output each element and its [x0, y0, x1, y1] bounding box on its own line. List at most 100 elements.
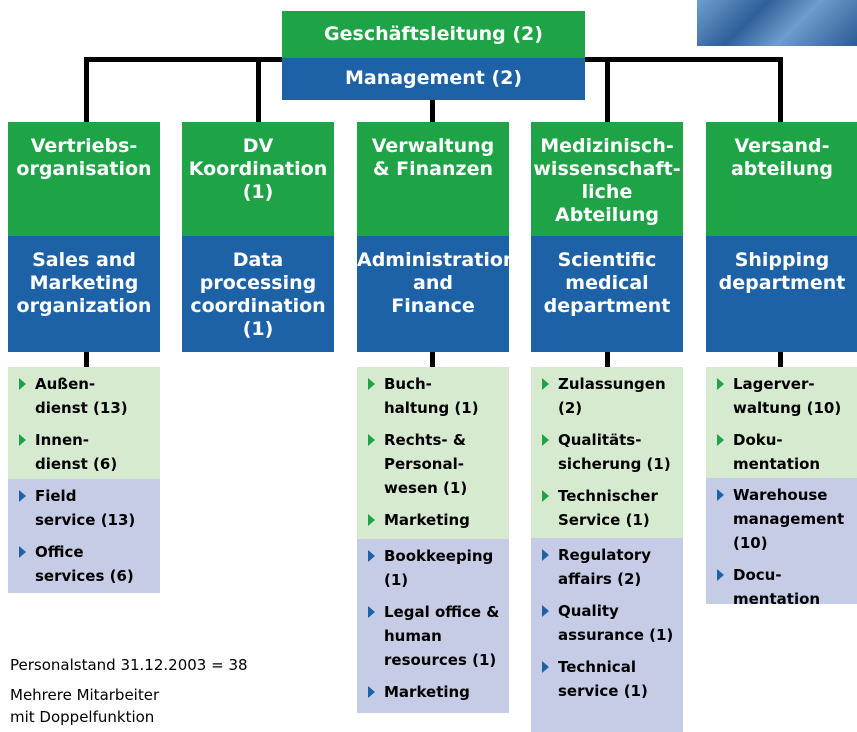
bullet-arrow-icon — [368, 514, 375, 526]
line: Koordination — [188, 158, 328, 180]
connector-list-4 — [605, 350, 610, 368]
line: assurance (1) — [558, 626, 674, 644]
bullet-arrow-icon — [542, 661, 549, 673]
line: Service (1) — [558, 511, 650, 529]
line: Sales and — [32, 249, 136, 271]
top-box-de: Geschäftsleitung (2) — [282, 11, 585, 58]
line: mentation — [733, 590, 821, 608]
bullet-arrow-icon — [368, 550, 375, 562]
bullet-arrow-icon — [717, 569, 724, 581]
line: Legal office & — [384, 603, 500, 621]
line: medical — [565, 272, 649, 294]
line: Verwaltung — [371, 135, 495, 157]
line: Zulassungen — [558, 375, 666, 393]
list-german: Zulassungen(2)Qualitäts-sicherung (1)Tec… — [531, 367, 683, 538]
line: DV — [242, 135, 274, 157]
corner-photo — [697, 0, 857, 46]
bullet-arrow-icon — [19, 490, 26, 502]
line: Technischer — [558, 487, 658, 505]
department-1-de: Vertriebs-organisation — [8, 122, 160, 236]
line: Regulatory — [558, 546, 652, 564]
line: Shipping — [734, 249, 830, 271]
line: Versand- — [734, 135, 830, 157]
department-3-de: Verwaltung& Finanzen — [357, 122, 509, 236]
line: Field — [35, 487, 77, 505]
line: (10) — [733, 534, 768, 552]
line: management — [733, 510, 845, 528]
line: waltung (10) — [733, 399, 842, 417]
connector-drop-4 — [605, 57, 610, 123]
line: dienst (6) — [35, 455, 118, 473]
bullet-arrow-icon — [542, 549, 549, 561]
line: Finance — [391, 295, 475, 317]
bullet-arrow-icon — [717, 378, 724, 390]
line: dienst (13) — [35, 399, 128, 417]
line: resources (1) — [384, 651, 497, 669]
line: coordination — [190, 295, 326, 317]
bullet-arrow-icon — [19, 546, 26, 558]
line: Vertriebs- — [30, 135, 138, 157]
line: Lagerver- — [733, 375, 815, 393]
bullet-arrow-icon — [19, 378, 26, 390]
line: affairs (2) — [558, 570, 642, 588]
line: services (6) — [35, 567, 134, 585]
staff-count: Personalstand 31.12.2003 = 38 — [10, 656, 248, 674]
line: Docu- — [733, 566, 782, 584]
bullet-arrow-icon — [717, 489, 724, 501]
connector-drop-5 — [778, 57, 783, 123]
line: human — [384, 627, 442, 645]
connector-list-3 — [430, 350, 435, 368]
list-item: Docu-mentation — [706, 563, 857, 611]
list-item: Zulassungen(2) — [531, 372, 683, 420]
list-german: Buch-haltung (1) Rechts- &Personal-wesen … — [357, 367, 509, 539]
list-german: Außen-dienst (13)Innen-dienst (6) — [8, 367, 160, 479]
line: (1) — [242, 318, 274, 340]
list-item: Lagerver-waltung (10) — [706, 372, 857, 420]
line: Scientific — [557, 249, 657, 271]
list-item: Legal office & human resources (1) — [357, 600, 509, 672]
department-5-de: Versand-abteilung — [706, 122, 857, 236]
line: department — [718, 272, 846, 294]
line: wesen (1) — [384, 479, 468, 497]
bullet-arrow-icon — [542, 490, 549, 502]
list-item: Buch-haltung (1) — [357, 372, 509, 420]
bullet-arrow-icon — [542, 605, 549, 617]
line: Technical — [558, 658, 636, 676]
bullet-arrow-icon — [368, 686, 375, 698]
line: processing — [199, 272, 317, 294]
list-item: Doku-mentation — [706, 428, 857, 476]
connector-list-5 — [778, 350, 783, 368]
list-item: Marketing — [357, 508, 509, 532]
line: Administration — [357, 249, 517, 271]
bullet-arrow-icon — [368, 606, 375, 618]
connector-list-1 — [84, 350, 89, 368]
line: Quality — [558, 602, 619, 620]
line: and — [413, 272, 453, 294]
line: & Finanzen — [372, 158, 494, 180]
line: Abteilung — [555, 204, 659, 226]
line: haltung (1) — [384, 399, 479, 417]
note-line: mit Doppelfunktion — [10, 708, 155, 726]
list-item: Bookkeeping(1) — [357, 544, 509, 592]
line: wissenschaft- — [533, 158, 681, 180]
list-item: Innen-dienst (6) — [8, 428, 160, 476]
line: abteilung — [730, 158, 834, 180]
line: liche — [581, 181, 633, 203]
line: Bookkeeping — [384, 547, 494, 565]
bullet-arrow-icon — [19, 434, 26, 446]
bullet-arrow-icon — [717, 434, 724, 446]
list-item: Rechts- &Personal-wesen (1) — [357, 428, 509, 500]
line: mentation — [733, 455, 821, 473]
line: Data — [232, 249, 284, 271]
bullet-arrow-icon — [368, 434, 375, 446]
